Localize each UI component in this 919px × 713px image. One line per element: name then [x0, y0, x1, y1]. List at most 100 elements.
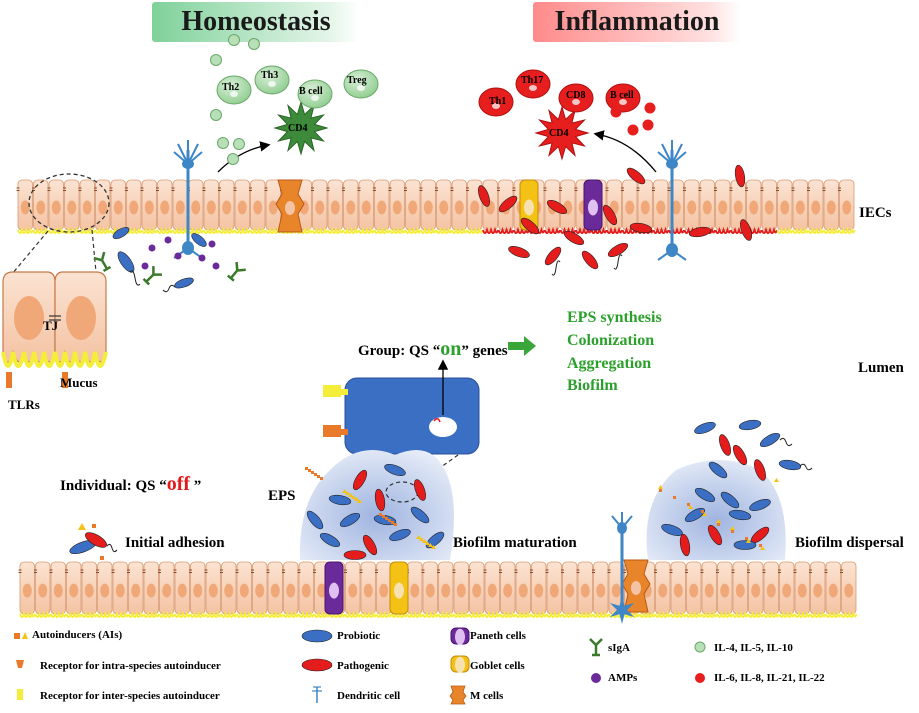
autoinducer-square: [391, 521, 394, 524]
mucus-fringe: [48, 226, 65, 234]
tj-label: TJ: [43, 318, 59, 333]
mucus-fringe: [838, 226, 856, 234]
cell-nucleus: [828, 583, 838, 598]
autoinducer-square: [759, 544, 762, 547]
mucus-fringe: [807, 226, 825, 234]
mucus-fringe: [50, 610, 67, 618]
cytokine-anti: [210, 54, 222, 66]
mucus-fringe: [172, 226, 189, 234]
cell-nucleus: [253, 200, 263, 215]
autoinducer-triangle: [345, 491, 350, 495]
cell-nucleus: [175, 200, 185, 215]
cytokine-anti: [210, 109, 222, 121]
mucus-fringe: [313, 610, 331, 618]
autoinducer-triangle: [78, 523, 86, 530]
mucus-fringe: [716, 610, 734, 618]
mucus-fringe: [112, 610, 129, 618]
mucus-fringe: [530, 610, 548, 618]
cell-nucleus: [549, 583, 559, 598]
qs-on-word: on: [440, 338, 462, 360]
probiotic-bacterium: [306, 510, 324, 530]
cytokine-anti: [227, 153, 239, 165]
mucus-fringe: [453, 610, 470, 618]
probiotic-bacterium: [720, 491, 740, 509]
mucus-fringe: [143, 610, 160, 618]
autoinducer-triangle: [688, 505, 693, 509]
probiotic-bacterium: [694, 422, 716, 434]
legend-inter-receptor: Receptor for inter-species autoinducer: [40, 690, 220, 702]
mucus-fringe: [375, 610, 393, 618]
mucus-fringe: [158, 610, 176, 618]
green-arrow: [508, 336, 536, 356]
amp: [174, 252, 182, 260]
cell-nucleus: [795, 200, 805, 215]
autoinducer-triangle: [702, 512, 707, 516]
microbes-top: [93, 227, 246, 293]
cell-nucleus: [237, 200, 247, 215]
cell-nucleus: [286, 583, 296, 598]
legend-paneth: Paneth cells: [470, 630, 526, 642]
autoinducer-triangle: [422, 539, 427, 543]
mucus-fringe: [203, 226, 220, 234]
mucus-fringe: [236, 610, 253, 618]
cell-nucleus: [797, 583, 807, 598]
cell-nucleus: [751, 583, 761, 598]
autoinducer-triangle: [348, 493, 353, 497]
cell-nucleus: [67, 200, 77, 215]
pathogenic-bacterium: [719, 434, 731, 456]
immune-cells-inflammation: [478, 69, 641, 117]
cell-nucleus: [162, 583, 172, 598]
amp: [208, 240, 216, 248]
mucus-fringe: [65, 610, 83, 618]
pathogens-inflammation: [478, 164, 752, 276]
cell-nucleus: [826, 200, 836, 215]
cytokine-anti: [248, 38, 260, 50]
cell-nucleus: [702, 200, 712, 215]
mucus-fringe: [79, 226, 96, 234]
autoinducer-square: [92, 524, 96, 528]
zoom-line-left: [11, 230, 49, 275]
flagellum: [129, 270, 141, 286]
cell-nucleus: [470, 200, 480, 215]
immune-cell: [297, 79, 333, 109]
cell-nucleus: [425, 583, 435, 598]
mucus-fringe: [497, 226, 515, 234]
legend-probiotic: Probiotic: [337, 630, 381, 642]
mucus-fringe: [654, 610, 672, 618]
pathogenic-bacterium: [520, 217, 540, 235]
sigA: [226, 261, 246, 282]
immune-cell-nucleus: [492, 103, 500, 109]
pathogenic-bacterium: [734, 164, 746, 188]
mucus-fringe: [141, 226, 158, 234]
cd4-home-label: CD4: [288, 123, 308, 134]
cell-nucleus: [392, 200, 402, 215]
mucus-fringe: [437, 610, 455, 618]
cytokine-anti: [217, 137, 229, 149]
pathogenic-bacterium: [544, 246, 562, 266]
immune-cells-home: [216, 65, 379, 109]
pathogenic-bacterium: [508, 246, 530, 258]
cell-nucleus: [456, 583, 466, 598]
pathogenic-bacterium: [602, 204, 618, 226]
mucus-fringe: [652, 226, 670, 234]
outcome-aggregation: Aggregation: [567, 355, 652, 372]
cell-nucleus: [718, 200, 728, 215]
legend-il-anti: IL-4, IL-5, IL-10: [714, 642, 793, 654]
inflammation-banner: Inflammation: [533, 2, 741, 42]
biofilm-bacteria: [69, 419, 813, 560]
cell-nucleus: [687, 200, 697, 215]
autoinducer-square: [317, 475, 320, 478]
mucus-fringe: [404, 226, 422, 234]
mucus-fringe: [714, 226, 732, 234]
mucus-fringe: [639, 610, 656, 618]
m-cell-nucleus: [285, 201, 295, 215]
mucus-fringe: [592, 610, 610, 618]
pathogenic-bacterium: [754, 459, 766, 481]
cd4-star-inflammation: [534, 105, 590, 161]
probiotic-bacterium: [319, 532, 341, 548]
autoinducer-triangle: [425, 541, 430, 545]
probiotic-bacterium: [191, 233, 207, 247]
autoinducer-triangle: [716, 519, 721, 523]
outcome-eps-synthesis: EPS synthesis: [567, 309, 662, 326]
